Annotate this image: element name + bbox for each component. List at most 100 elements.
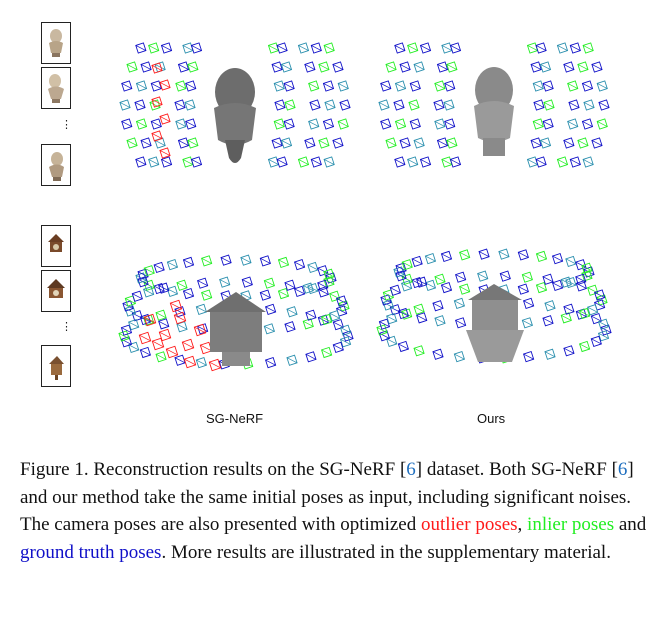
camera-pose-marker (596, 80, 608, 92)
caption-label: Figure 1. (20, 459, 89, 480)
camera-pose-marker-diagonal (542, 276, 554, 283)
camera-pose-marker (323, 276, 335, 288)
camera-pose-marker-diagonal (178, 64, 189, 70)
camera-pose-marker (440, 250, 453, 263)
camera-pose-marker (183, 355, 197, 369)
camera-pose-marker-diagonal (398, 343, 409, 350)
camera-pose-marker-diagonal (425, 255, 436, 262)
camera-pose-marker-diagonal (563, 64, 575, 70)
camera-pose-marker (302, 318, 314, 330)
camera-pose-marker (195, 303, 207, 315)
camera-pose-marker-diagonal (577, 64, 589, 70)
camera-pose-marker (151, 130, 163, 142)
camera-pose-marker-diagonal (336, 298, 347, 304)
camera-pose-marker (280, 137, 293, 149)
camera-pose-marker-diagonal (533, 121, 544, 127)
camera-pose-marker-diagonal (332, 64, 344, 70)
camera-pose-marker (582, 42, 594, 54)
camera-pose-marker-diagonal (274, 102, 286, 108)
camera-pose-marker-diagonal (542, 317, 554, 324)
camera-pose-marker-diagonal (304, 64, 316, 70)
camera-pose-marker (336, 295, 348, 307)
camera-pose-marker-diagonal (437, 64, 448, 70)
camera-pose-marker-diagonal (166, 348, 178, 356)
camera-pose-marker-diagonal (441, 159, 453, 165)
camera-pose-marker-diagonal (311, 45, 322, 51)
camera-pose-marker-diagonal (420, 45, 431, 51)
camera-pose-marker-diagonal (336, 308, 347, 314)
camera-pose-marker (155, 351, 167, 363)
camera-pose-marker (432, 348, 444, 360)
figure-caption: Figure 1. Reconstruction results on the … (20, 459, 647, 563)
camera-pose-marker (190, 42, 203, 54)
camera-pose-marker (265, 303, 277, 315)
camera-pose-marker (386, 313, 398, 325)
camera-pose-marker (532, 80, 544, 92)
camera-pose-marker-diagonal (570, 45, 581, 51)
camera-pose-marker-diagonal (298, 45, 309, 51)
camera-pose-marker-diagonal (305, 353, 317, 360)
camera-pose-marker-diagonal (394, 45, 406, 51)
camera-pose-marker (560, 276, 572, 288)
camera-pose-marker-diagonal (174, 357, 186, 364)
camera-pose-marker-diagonal (174, 102, 186, 108)
camera-pose-marker-diagonal (380, 83, 391, 89)
camera-pose-marker (539, 61, 552, 73)
camera-pose-marker-diagonal (329, 312, 340, 319)
camera-pose-marker (407, 156, 419, 168)
camera-pose-marker-diagonal (379, 321, 390, 328)
camera-pose-marker (446, 137, 458, 149)
camera-pose-marker (128, 341, 140, 353)
camera-pose-marker (159, 79, 171, 91)
camera-pose-marker (401, 259, 413, 271)
bust-reconstruction-sgnerf (214, 68, 256, 163)
citation-link-2[interactable]: 6 (617, 459, 628, 480)
camera-pose-marker (523, 351, 535, 363)
camera-pose-marker-diagonal (143, 289, 154, 295)
camera-pose-marker (159, 113, 171, 125)
camera-pose-marker (151, 62, 163, 74)
camera-pose-marker-diagonal (121, 327, 132, 334)
camera-pose-marker-diagonal (576, 283, 587, 289)
camera-pose-marker-diagonal (390, 287, 401, 294)
camera-pose-marker (187, 137, 199, 149)
bust-thumbnail-2 (41, 67, 71, 109)
camera-pose-marker-diagonal (178, 140, 189, 146)
camera-pose-marker-diagonal (151, 133, 163, 139)
camera-pose-marker-diagonal (240, 257, 252, 263)
camera-pose-marker (201, 289, 213, 301)
camera-pose-marker-diagonal (304, 140, 316, 146)
camera-pose-marker-diagonal (581, 265, 593, 272)
panel-label-ours: Ours (477, 411, 506, 426)
camera-pose-marker (187, 61, 199, 73)
camera-pose-marker-diagonal (338, 83, 349, 89)
camera-pose-marker-diagonal (540, 140, 551, 146)
camera-pose-marker-diagonal (200, 344, 212, 352)
camera-pose-marker-diagonal (185, 83, 196, 89)
camera-pose-marker-diagonal (323, 271, 335, 278)
camera-pose-marker (286, 306, 298, 318)
camera-pose-marker-diagonal (523, 353, 534, 360)
camera-pose-marker-diagonal (455, 319, 466, 326)
camera-pose-marker-diagonal (441, 253, 452, 260)
camera-pose-marker-diagonal (393, 269, 405, 275)
camera-pose-marker-diagonal (191, 45, 202, 51)
camera-pose-marker (283, 118, 295, 130)
camera-pose-marker-diagonal (321, 349, 332, 356)
camera-pose-marker-diagonal (183, 259, 194, 266)
camera-pose-marker (193, 323, 207, 337)
camera-pose-marker (565, 255, 577, 268)
camera-pose-marker (581, 262, 593, 274)
citation-link-1[interactable]: 6 (406, 459, 416, 480)
camera-pose-marker (393, 266, 405, 278)
camera-pose-marker-diagonal (152, 340, 164, 348)
camera-pose-marker-diagonal (283, 83, 295, 89)
camera-pose-marker-diagonal (281, 64, 292, 70)
camera-pose-marker (322, 118, 335, 130)
camera-pose-marker (434, 273, 446, 285)
camera-pose-marker (259, 289, 271, 301)
camera-pose-marker-diagonal (563, 347, 575, 354)
camera-pose-marker-diagonal (441, 45, 453, 51)
camera-pose-marker (567, 118, 579, 130)
camera-pose-marker (150, 80, 162, 92)
